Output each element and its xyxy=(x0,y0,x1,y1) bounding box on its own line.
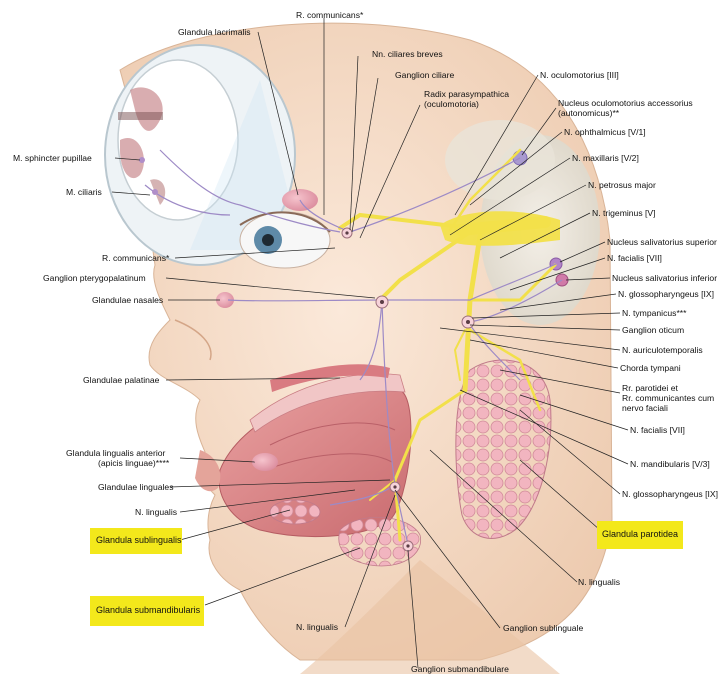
label-glandula-sublingualis: Glandula sublingualis xyxy=(96,535,182,546)
label-n-ophthalmicus: N. ophthalmicus [V/1] xyxy=(564,127,646,137)
ganglion-ciliare xyxy=(342,228,352,238)
label-n-lingualis-bottom: N. lingualis xyxy=(296,622,338,632)
label-n-glossopharyngeus-upper: N. glossopharyngeus [IX] xyxy=(618,289,714,299)
label-radix-parasympathica-1: Radix parasympathica xyxy=(424,89,509,99)
label-nucleus-salivatorius-superior: Nucleus salivatorius superior xyxy=(607,237,717,247)
label-ganglion-oticum: Ganglion oticum xyxy=(622,325,684,335)
label-ganglion-ciliare: Ganglion ciliare xyxy=(395,70,454,80)
label-n-facialis-lower: N. facialis [VII] xyxy=(630,425,685,435)
label-r-communicans-top: R. communicans* xyxy=(296,10,363,20)
label-ganglion-pterygopalatinum: Ganglion pterygopalatinum xyxy=(43,273,146,283)
ganglion-pterygopalatinum xyxy=(376,296,388,308)
label-nn-ciliares-breves: Nn. ciliares breves xyxy=(372,49,443,59)
glandula-sublingualis xyxy=(270,500,320,524)
label-glandula-submandibularis: Glandula submandibularis xyxy=(96,605,200,616)
glandula-lingualis-anterior xyxy=(252,453,278,471)
label-n-tympanicus: N. tympanicus*** xyxy=(622,308,686,318)
label-rr-parotidei-1: Rr. parotidei et xyxy=(622,383,678,393)
label-n-trigeminus: N. trigeminus [V] xyxy=(592,208,656,218)
label-m-sphincter-pupillae: M. sphincter pupillae xyxy=(13,153,92,163)
label-n-glossopharyngeus-lower: N. glossopharyngeus [IX] xyxy=(622,489,718,499)
label-nucleus-oculomotorius-1: Nucleus oculomotorius accessorius xyxy=(558,98,693,108)
label-radix-parasympathica-2: (oculomotoria) xyxy=(424,99,479,109)
label-n-lingualis-left: N. lingualis xyxy=(135,507,177,517)
label-nucleus-oculomotorius-2: (autonomicus)** xyxy=(558,108,619,118)
label-r-communicans-mid: R. communicans* xyxy=(102,253,169,263)
label-glandulae-palatinae: Glandulae palatinae xyxy=(83,375,159,385)
label-glandula-lacrimalis: Glandula lacrimalis xyxy=(178,27,251,37)
label-ganglion-submandibulare: Ganglion submandibulare xyxy=(411,664,509,674)
label-glandulae-linguales: Glandulae linguales xyxy=(98,482,174,492)
label-ganglion-sublinguale: Ganglion sublinguale xyxy=(503,623,583,633)
ganglion-submandibulare xyxy=(403,541,413,551)
label-n-petrosus-major: N. petrosus major xyxy=(588,180,656,190)
label-n-maxillaris: N. maxillaris [V/2] xyxy=(572,153,639,163)
label-n-mandibularis: N. mandibularis [V/3] xyxy=(630,459,710,469)
label-n-auriculotemporalis: N. auriculotemporalis xyxy=(622,345,703,355)
label-n-oculomotorius: N. oculomotorius [III] xyxy=(540,70,619,80)
label-glandula-parotidea: Glandula parotidea xyxy=(602,529,678,540)
label-nucleus-salivatorius-inferior: Nucleus salivatorius inferior xyxy=(612,273,717,283)
label-glandula-lingualis-anterior-2: (apicis linguae)**** xyxy=(98,458,169,468)
label-n-facialis-upper: N. facialis [VII] xyxy=(607,253,662,263)
label-glandula-lingualis-anterior-1: Glandula lingualis anterior xyxy=(66,448,165,458)
label-m-ciliaris: M. ciliaris xyxy=(66,187,102,197)
label-rr-parotidei-3: nervo faciali xyxy=(622,403,668,413)
label-rr-parotidei-2: Rr. communicantes cum xyxy=(622,393,714,403)
label-n-lingualis-right: N. lingualis xyxy=(578,577,620,587)
label-glandulae-nasales: Glandulae nasales xyxy=(92,295,163,305)
label-chorda-tympani: Chorda tympani xyxy=(620,363,681,373)
